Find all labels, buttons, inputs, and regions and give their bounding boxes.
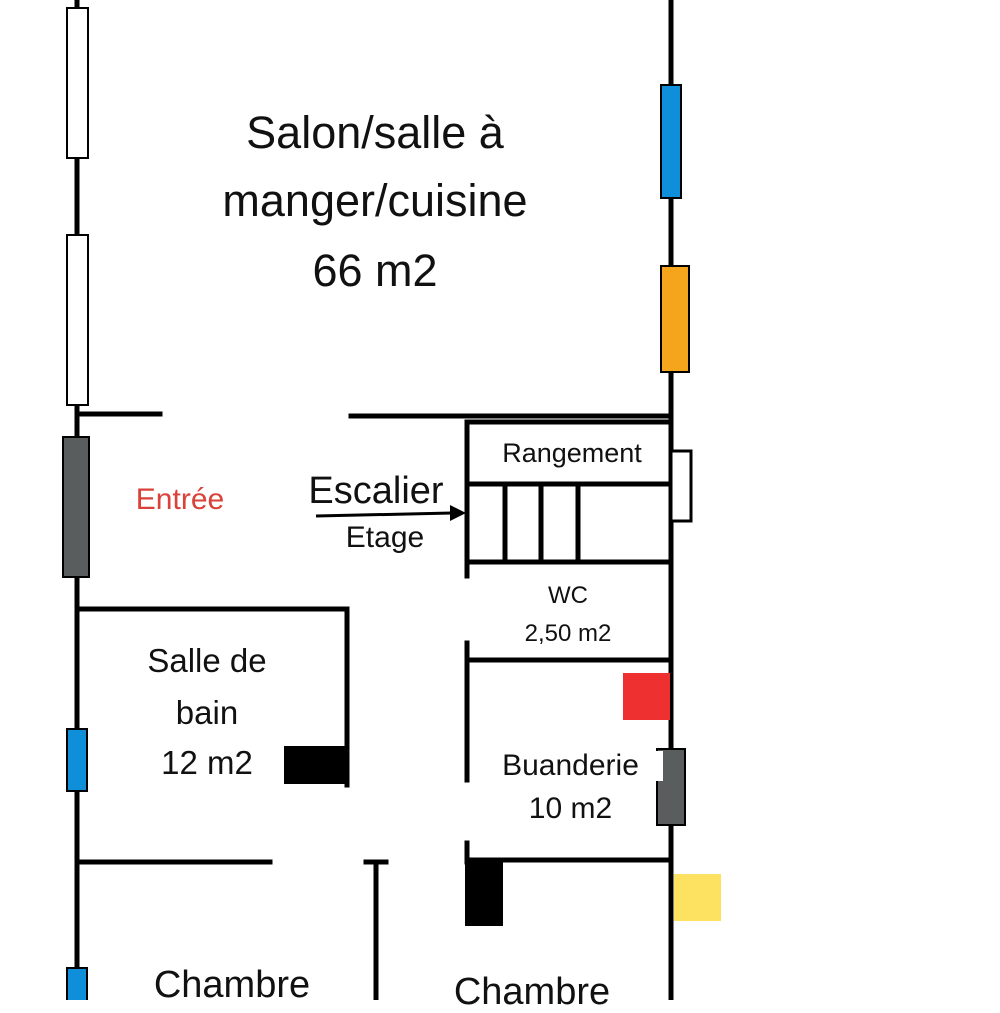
red-marker-buanderie — [623, 673, 670, 720]
wc-label: WC — [548, 582, 588, 609]
chambre-left-label: Chambre — [153, 964, 311, 1006]
blue-marker-chambre — [66, 967, 88, 1000]
escalier-arrow-line — [315, 511, 453, 518]
sdb-black-block — [284, 746, 348, 784]
escalier-arrow-head — [450, 505, 466, 521]
escalier-sub-label: Etage — [345, 521, 425, 554]
escalier-label: Escalier — [308, 470, 444, 512]
chambre-black-block — [465, 862, 503, 926]
yellow-marker-outside — [674, 874, 721, 921]
chambre-right-label: Chambre — [453, 971, 611, 1013]
salon-label-line2: manger/cuisine — [222, 175, 528, 226]
sdb-area: 12 m2 — [161, 744, 253, 781]
entree-label: Entrée — [135, 483, 225, 516]
salon-label-line1: Salon/salle à — [246, 107, 504, 158]
wc-area: 2,50 m2 — [524, 620, 612, 647]
window-left-1 — [66, 7, 89, 159]
salon-area: 66 m2 — [312, 245, 438, 296]
buanderie-label: Buanderie — [478, 751, 663, 781]
blue-marker-salon — [660, 84, 682, 199]
rangement-door — [669, 449, 693, 523]
window-left-2 — [66, 234, 89, 406]
rangement-label: Rangement — [502, 438, 642, 468]
sdb-label-line1: Salle de — [147, 642, 267, 679]
sdb-label-line2: bain — [175, 694, 239, 731]
orange-marker-salon — [660, 265, 690, 373]
blue-marker-sdb — [66, 728, 88, 792]
buanderie-area: 10 m2 — [528, 792, 613, 825]
gray-marker-entree — [62, 436, 90, 578]
